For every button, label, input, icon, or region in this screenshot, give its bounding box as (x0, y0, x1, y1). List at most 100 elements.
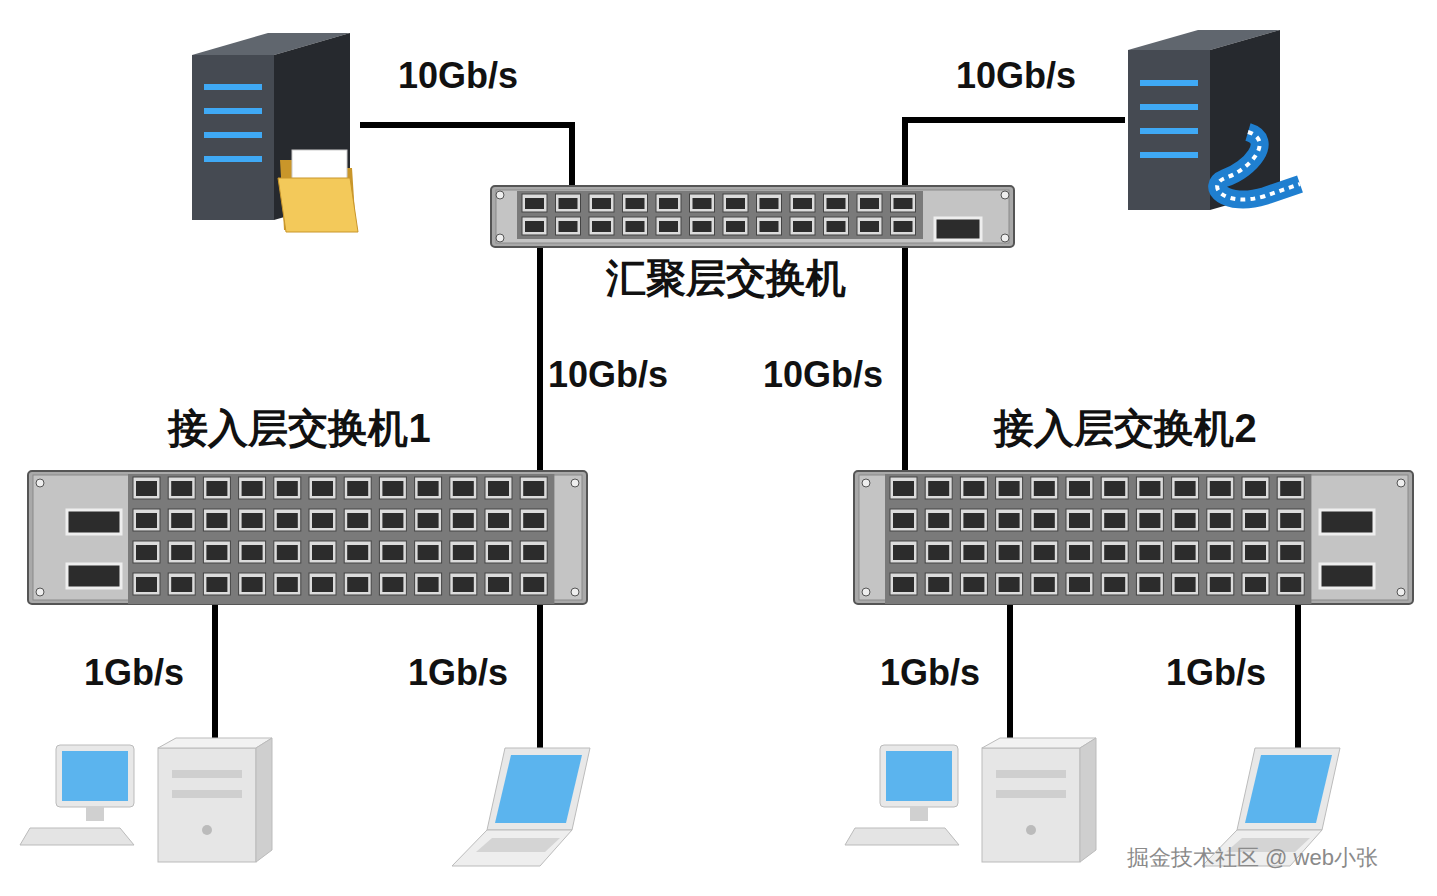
rj45-socket (726, 221, 745, 232)
rj45-port (690, 194, 715, 212)
rj45-socket (1139, 481, 1160, 496)
rj45-socket (760, 221, 779, 232)
rj45-port (1031, 477, 1058, 499)
link-speed: 1Gb/s (84, 653, 184, 693)
rj45-port (1172, 509, 1199, 531)
file-server (204, 84, 262, 90)
rj45-socket (999, 577, 1020, 592)
desktop-pc (845, 828, 959, 845)
rj45-socket (1245, 513, 1266, 528)
rj45-socket (1175, 513, 1196, 528)
video-server (1128, 30, 1300, 210)
port-bay (885, 474, 1311, 604)
rj45-port (239, 477, 266, 499)
rj45-port (1172, 477, 1199, 499)
rj45-port (379, 573, 406, 595)
device-label: 汇聚层交换机 (606, 256, 846, 300)
rj45-socket (1175, 481, 1196, 496)
rj45-socket (206, 481, 227, 496)
rj45-port (925, 477, 952, 499)
video-server (1128, 50, 1210, 210)
desktop-pc (982, 748, 1080, 862)
screw (496, 234, 504, 242)
rj45-port (1277, 573, 1304, 595)
rj45-socket (860, 221, 879, 232)
network-switch: 接入层交换机2 (853, 470, 1414, 605)
screw (496, 191, 504, 199)
link-speed: 10Gb/s (398, 56, 518, 96)
rj45-port (203, 573, 230, 595)
rj45-socket (559, 198, 578, 209)
rj45-port (1066, 541, 1093, 563)
laptop (452, 748, 590, 866)
rj45-port (623, 194, 648, 212)
video-server (1140, 104, 1198, 110)
sfp-slot (67, 564, 121, 588)
rj45-port (520, 509, 547, 531)
rj45-socket (963, 545, 984, 560)
rj45-port (996, 541, 1023, 563)
rj45-socket (136, 577, 157, 592)
rj45-socket (659, 198, 678, 209)
rj45-socket (312, 577, 333, 592)
desktop-pc (172, 770, 242, 778)
rj45-socket (1245, 545, 1266, 560)
cable (360, 125, 572, 186)
rj45-port (520, 541, 547, 563)
rj45-port (589, 217, 614, 235)
rj45-port (1101, 573, 1128, 595)
rj45-socket (277, 513, 298, 528)
rj45-port (1066, 477, 1093, 499)
rj45-port (1172, 541, 1199, 563)
rj45-port (309, 541, 336, 563)
rj45-socket (963, 481, 984, 496)
rj45-socket (999, 545, 1020, 560)
rj45-socket (488, 481, 509, 496)
rj45-socket (963, 577, 984, 592)
rj45-port (1031, 541, 1058, 563)
screw (1397, 588, 1405, 596)
rj45-socket (1104, 545, 1125, 560)
rj45-socket (171, 545, 192, 560)
rj45-socket (1034, 481, 1055, 496)
rj45-port (133, 509, 160, 531)
rj45-socket (418, 545, 439, 560)
rj45-socket (760, 198, 779, 209)
rj45-socket (523, 577, 544, 592)
rj45-socket (1139, 513, 1160, 528)
rj45-port (1136, 477, 1163, 499)
rj45-port (1242, 477, 1269, 499)
file-server (204, 132, 262, 138)
rj45-port (1277, 541, 1304, 563)
rj45-port (1207, 573, 1234, 595)
rj45-socket (894, 198, 913, 209)
desktop-pc (202, 825, 212, 835)
rj45-port (890, 509, 917, 531)
rj45-port (790, 194, 815, 212)
rj45-socket (1245, 577, 1266, 592)
video-server (1217, 132, 1300, 200)
rj45-port (996, 509, 1023, 531)
rj45-socket (1210, 545, 1231, 560)
rj45-port (415, 477, 442, 499)
screw (571, 588, 579, 596)
rj45-socket (726, 198, 745, 209)
rj45-socket (793, 221, 812, 232)
rj45-socket (382, 577, 403, 592)
link-speed: 10Gb/s (763, 355, 883, 395)
device-label: 接入层交换机2 (994, 406, 1256, 450)
rj45-port (379, 541, 406, 563)
link-speed: 1Gb/s (880, 653, 980, 693)
rj45-port (656, 194, 681, 212)
rj45-port (623, 217, 648, 235)
desktop-pc (86, 807, 104, 821)
rj45-port (344, 477, 371, 499)
rj45-socket (453, 513, 474, 528)
rj45-socket (1175, 577, 1196, 592)
sfp-slot (1320, 510, 1374, 534)
rj45-socket (1104, 577, 1125, 592)
rj45-port (239, 573, 266, 595)
cable (537, 605, 543, 748)
rj45-port (1136, 573, 1163, 595)
rj45-port (1172, 573, 1199, 595)
